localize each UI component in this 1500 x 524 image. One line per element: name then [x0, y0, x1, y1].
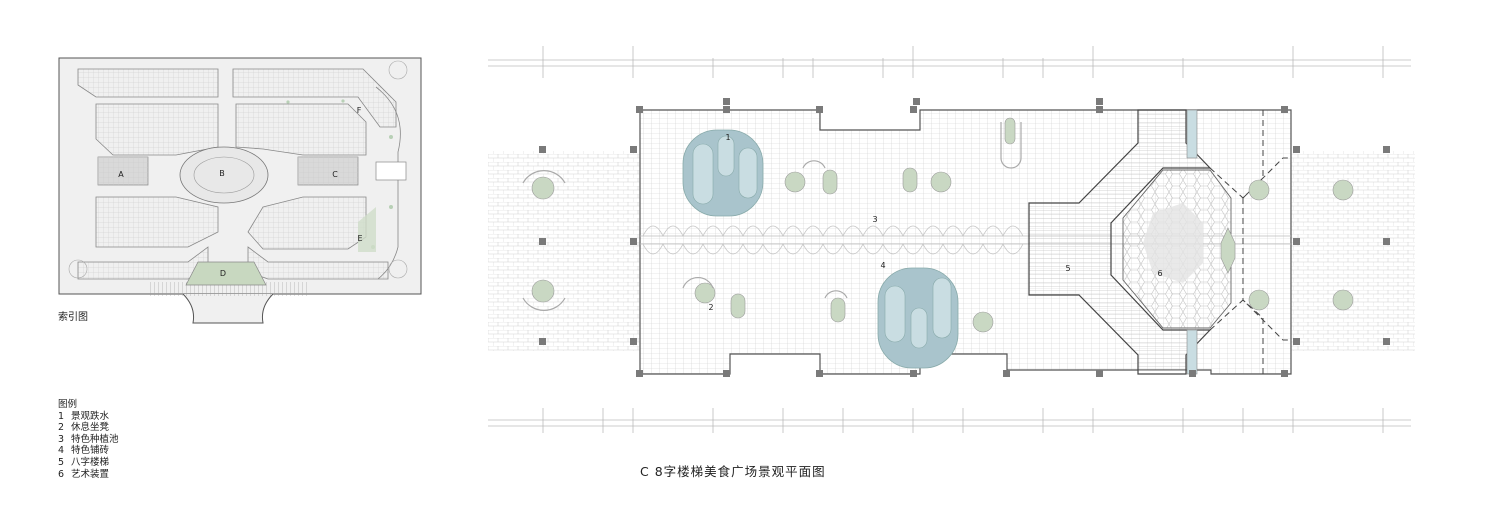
index-block-mid-left	[95, 103, 219, 156]
tree-planter	[1248, 289, 1270, 311]
legend-item-label: 艺术装置	[71, 468, 110, 480]
plan-marker-6: 6	[1157, 269, 1162, 278]
legend-item-number: 6	[58, 468, 65, 480]
index-map: A B C D E F	[58, 57, 422, 324]
index-label-c: C	[332, 170, 338, 179]
legend-item-label: 特色种植池	[71, 433, 119, 445]
bench-planter	[902, 167, 918, 193]
index-label-d: D	[220, 269, 226, 278]
left-brick-approach	[488, 151, 640, 351]
legend: 图例 1 景观跌水 2 休息坐凳 3 特色种植池 4 特色铺砖 5 八字楼梯 6…	[58, 399, 119, 480]
column-grid-bottom	[488, 408, 1411, 433]
bench-planter	[830, 297, 846, 323]
plan-marker-1: 1	[725, 133, 730, 142]
legend-item-label: 八字楼梯	[71, 456, 110, 468]
legend-item: 1 景观跌水	[58, 411, 119, 423]
index-court-d	[185, 261, 267, 286]
bench-planter	[1004, 117, 1016, 145]
index-block-low-left	[95, 196, 219, 248]
legend-item: 2 休息坐凳	[58, 422, 119, 434]
tree-planter	[972, 311, 994, 333]
landscape-plan: 1 2 3 4 5 6	[488, 46, 1415, 433]
tree-planter	[531, 176, 555, 200]
index-block-mid-right	[235, 103, 367, 156]
tree-planter	[784, 171, 806, 193]
index-label-b: B	[219, 169, 225, 178]
tree-planter	[531, 279, 555, 303]
water-feature-1	[682, 129, 764, 217]
plan-marker-5: 5	[1065, 264, 1070, 273]
tree-planter	[1248, 179, 1270, 201]
legend-title: 图例	[58, 399, 78, 410]
index-block-low-right	[247, 196, 367, 250]
legend-item-number: 3	[58, 433, 65, 445]
index-label-a: A	[118, 170, 124, 179]
water-channel-bottom	[1186, 329, 1198, 375]
legend-item-label: 景观跌水	[71, 410, 110, 422]
legend-item-label: 特色铺砖	[71, 445, 110, 457]
plan-marker-3: 3	[872, 215, 877, 224]
water-feature-2	[877, 267, 959, 369]
tree-planter	[1332, 289, 1354, 311]
plan-title: C 8字楼梯美食广场景观平面图	[640, 464, 826, 479]
legend-item-number: 1	[58, 410, 65, 422]
index-label-f: F	[357, 106, 362, 115]
index-block-top-right	[232, 68, 397, 128]
tree-planter	[930, 171, 952, 193]
legend-item: 6 艺术装置	[58, 469, 119, 481]
bench-planter	[822, 169, 838, 195]
right-brick-approach	[1291, 151, 1415, 351]
index-label-e: E	[357, 234, 362, 243]
bench-planter	[730, 293, 746, 319]
diamond-planter	[1220, 227, 1236, 274]
legend-item-label: 休息坐凳	[71, 422, 110, 434]
plan-marker-2: 2	[708, 303, 713, 312]
index-plaza-oval	[179, 146, 269, 204]
legend-item: 5 八字楼梯	[58, 457, 119, 469]
index-map-caption: 索引图	[58, 312, 88, 323]
legend-item: 3 特色种植池	[58, 434, 119, 446]
legend-item-number: 2	[58, 422, 65, 434]
index-entrance	[173, 293, 283, 324]
index-block-top-left	[77, 68, 219, 98]
column-grid-top	[488, 46, 1411, 78]
legend-item: 4 特色铺砖	[58, 445, 119, 457]
structural-columns	[539, 98, 1390, 377]
water-channel-top	[1186, 109, 1198, 159]
legend-item-number: 5	[58, 456, 65, 468]
tree-planter	[1332, 179, 1354, 201]
legend-item-number: 4	[58, 445, 65, 457]
tree-planter	[694, 282, 716, 304]
plan-marker-4: 4	[880, 261, 885, 270]
